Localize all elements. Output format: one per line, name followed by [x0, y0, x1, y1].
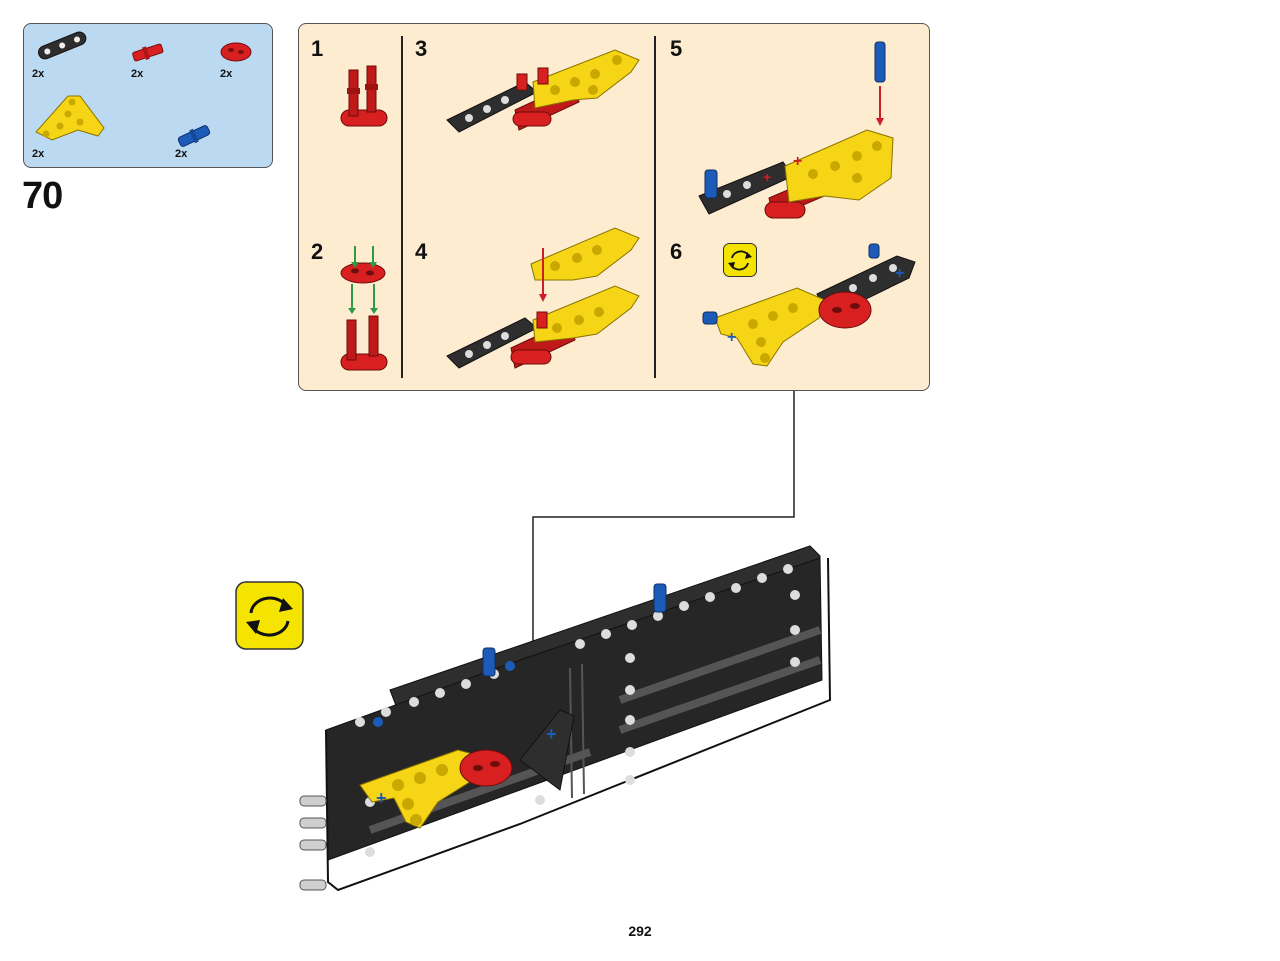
yellow-triangle-liftarm-part: [35, 95, 105, 141]
step-number: 70: [22, 175, 63, 217]
divider: [401, 36, 403, 378]
svg-text:+: +: [793, 153, 802, 170]
divider: [654, 36, 656, 378]
substep4-illustration: [446, 227, 640, 369]
substep3-illustration: [446, 49, 640, 133]
svg-text:+: +: [895, 265, 904, 282]
substep-number: 6: [670, 239, 683, 264]
substep-number: 4: [415, 239, 428, 264]
main-model-illustration: + +: [299, 545, 832, 892]
substep1-illustration: [340, 65, 388, 127]
parts-list: 2x 2x 2x 2x 2x: [23, 23, 273, 168]
rotate-icon: [235, 581, 304, 650]
substep5-illustration: + +: [698, 41, 894, 219]
svg-text:+: +: [546, 724, 557, 744]
blue-axle-pin-part: [177, 125, 211, 147]
quantity-label: 2x: [220, 68, 233, 80]
svg-text:+: +: [763, 169, 771, 185]
substep-number: 3: [415, 36, 428, 61]
quantity-label: 2x: [32, 68, 45, 80]
quantity-label: 2x: [131, 68, 144, 80]
rotate-icon: [723, 243, 757, 277]
svg-text:+: +: [727, 329, 736, 346]
svg-text:+: +: [376, 788, 387, 808]
substep-number: 5: [670, 36, 683, 61]
substep6-illustration: + +: [702, 243, 916, 367]
substep-number: 1: [311, 36, 324, 61]
substep-number: 2: [311, 239, 324, 264]
page-number: 292: [628, 923, 652, 939]
subassembly-panel: 1 2 3 4 5 6: [298, 23, 930, 391]
red-axle-pin-part: [132, 43, 164, 62]
quantity-label: 2x: [175, 148, 188, 160]
quantity-label: 2x: [32, 148, 45, 160]
substep2-illustration: [340, 246, 388, 371]
red-connector-part: [220, 42, 252, 62]
dark-gray-beam-part: [38, 31, 87, 60]
